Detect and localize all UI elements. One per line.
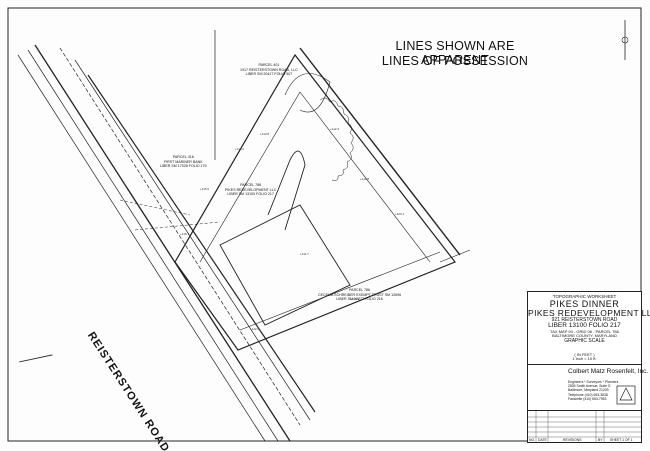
firm-block: Colbert Matz Rosenfelt, Inc. Engineers *… xyxy=(528,364,648,411)
svg-text:+112.0: +112.0 xyxy=(250,327,259,331)
firm-line: Facsimile (410) 653-7953 xyxy=(568,396,607,401)
firm-logo-icon xyxy=(616,385,636,405)
road-lines xyxy=(17,44,316,442)
parcel-label: PARCEL 786 CECELIA SCHREIBER EXEMPT TRUS… xyxy=(318,288,401,302)
svg-text:+109.1: +109.1 xyxy=(395,212,405,216)
firm-line: Engineers * Surveyors * Planners xyxy=(568,380,619,384)
rev-header-date: DATE xyxy=(538,438,547,442)
parcel-label: PARCEL 416 FIRST MARINER BANK LIBER SM 1… xyxy=(160,155,207,169)
rev-header-by: BY xyxy=(598,438,603,442)
svg-text:+113.8: +113.8 xyxy=(260,132,269,136)
rev-header-no: NO. xyxy=(529,438,536,442)
parcel-owner: FIRST MARINER BANK xyxy=(163,159,203,164)
project-name: PIKES DINNER xyxy=(549,298,620,309)
parcel-number: PARCEL 401 xyxy=(258,63,280,67)
revisions-grid xyxy=(528,411,641,443)
parcel-label: PARCEL 401 1917 REISTERSTOWN ROAD, LLC L… xyxy=(240,63,298,77)
svg-text:+111.7: +111.7 xyxy=(300,252,309,256)
parcel-number: PARCEL 786 xyxy=(240,183,262,187)
parcel-owner: 1917 REISTERSTOWN ROAD, LLC xyxy=(240,67,298,72)
firm-line: Telephone (410) 653-3838 xyxy=(568,392,608,397)
svg-text:+116.3: +116.3 xyxy=(180,232,189,236)
svg-text:+108.9: +108.9 xyxy=(350,297,360,301)
owner-name: PIKES REDEVELOPMENT LLC xyxy=(528,308,650,319)
firm-line: 2835 Smith Avenue, Suite G xyxy=(568,384,611,389)
svg-text:+112.4: +112.4 xyxy=(330,127,339,131)
rev-header-revision: REVISIONS xyxy=(563,438,582,442)
spot-elevations: +114.2 +113.8 +112.4 +110.5 +109.1 +115.0 +… xyxy=(180,127,405,331)
scale-ratio: 1 inch = 10 ft. xyxy=(572,355,597,361)
possession-note-line-2: LINES OF POSSESSION xyxy=(381,54,529,68)
scale-title: GRAPHIC SCALE xyxy=(564,337,605,344)
firm-address: Engineers * Surveyors * Planners 2835 Sm… xyxy=(568,380,618,401)
svg-text:+114.2: +114.2 xyxy=(235,147,244,151)
firm-name: Colbert Matz Rosenfelt, Inc. xyxy=(568,368,649,375)
parcel-owner: PIKES REDEVELOPMENT LLC xyxy=(225,187,277,192)
firm-line: Baltimore, Maryland 21209 xyxy=(568,388,609,393)
parcel-liber: LIBER SM 12277 FOLIO 216 xyxy=(336,297,383,302)
tax-map: TAX MAP 94 - GRID 06 - PARCEL 786 xyxy=(550,329,619,335)
parcel-liber: LIBER SM 20417 FOLIO 507 xyxy=(245,72,293,77)
parcel-owner: CECELIA SCHREIBER EXEMPT TRUST SM 12696 xyxy=(318,292,402,297)
sheet-number: SHEET 1 OF 1 xyxy=(610,438,633,442)
title-block: TOPOGRAPHIC WORKSHEET PIKES DINNER PIKES… xyxy=(527,291,650,443)
property-boundary xyxy=(119,20,629,351)
site-address: 921 REISTERSTOWN ROAD xyxy=(551,317,618,324)
revisions-table: NO. DATE REVISIONS BY SHEET 1 OF 1 xyxy=(528,410,641,443)
parcel-number: PARCEL 416 xyxy=(172,155,194,159)
possession-note-line-1: LINES SHOWN ARE APPARENT xyxy=(395,39,515,67)
svg-text:+115.0: +115.0 xyxy=(200,187,209,191)
parcel-liber: LIBER SM 13100 FOLIO 217 xyxy=(227,192,274,197)
sheet-border xyxy=(7,7,642,442)
county: BALTIMORE COUNTY, MARYLAND xyxy=(552,333,617,339)
parcel-label: PARCEL 786 PIKES REDEVELOPMENT LLC LIBER… xyxy=(225,183,276,197)
liber-folio: LIBER 13100 FOLIO 217 xyxy=(548,322,621,330)
worksheet-type: TOPOGRAPHIC WORKSHEET xyxy=(552,294,617,299)
svg-text:+110.5: +110.5 xyxy=(360,177,369,181)
parcel-number: PARCEL 786 xyxy=(349,288,371,292)
parcel-liber: LIBER SM 17028 FOLIO 175 xyxy=(160,164,207,169)
scale-note: ( IN FEET ) xyxy=(574,351,595,357)
